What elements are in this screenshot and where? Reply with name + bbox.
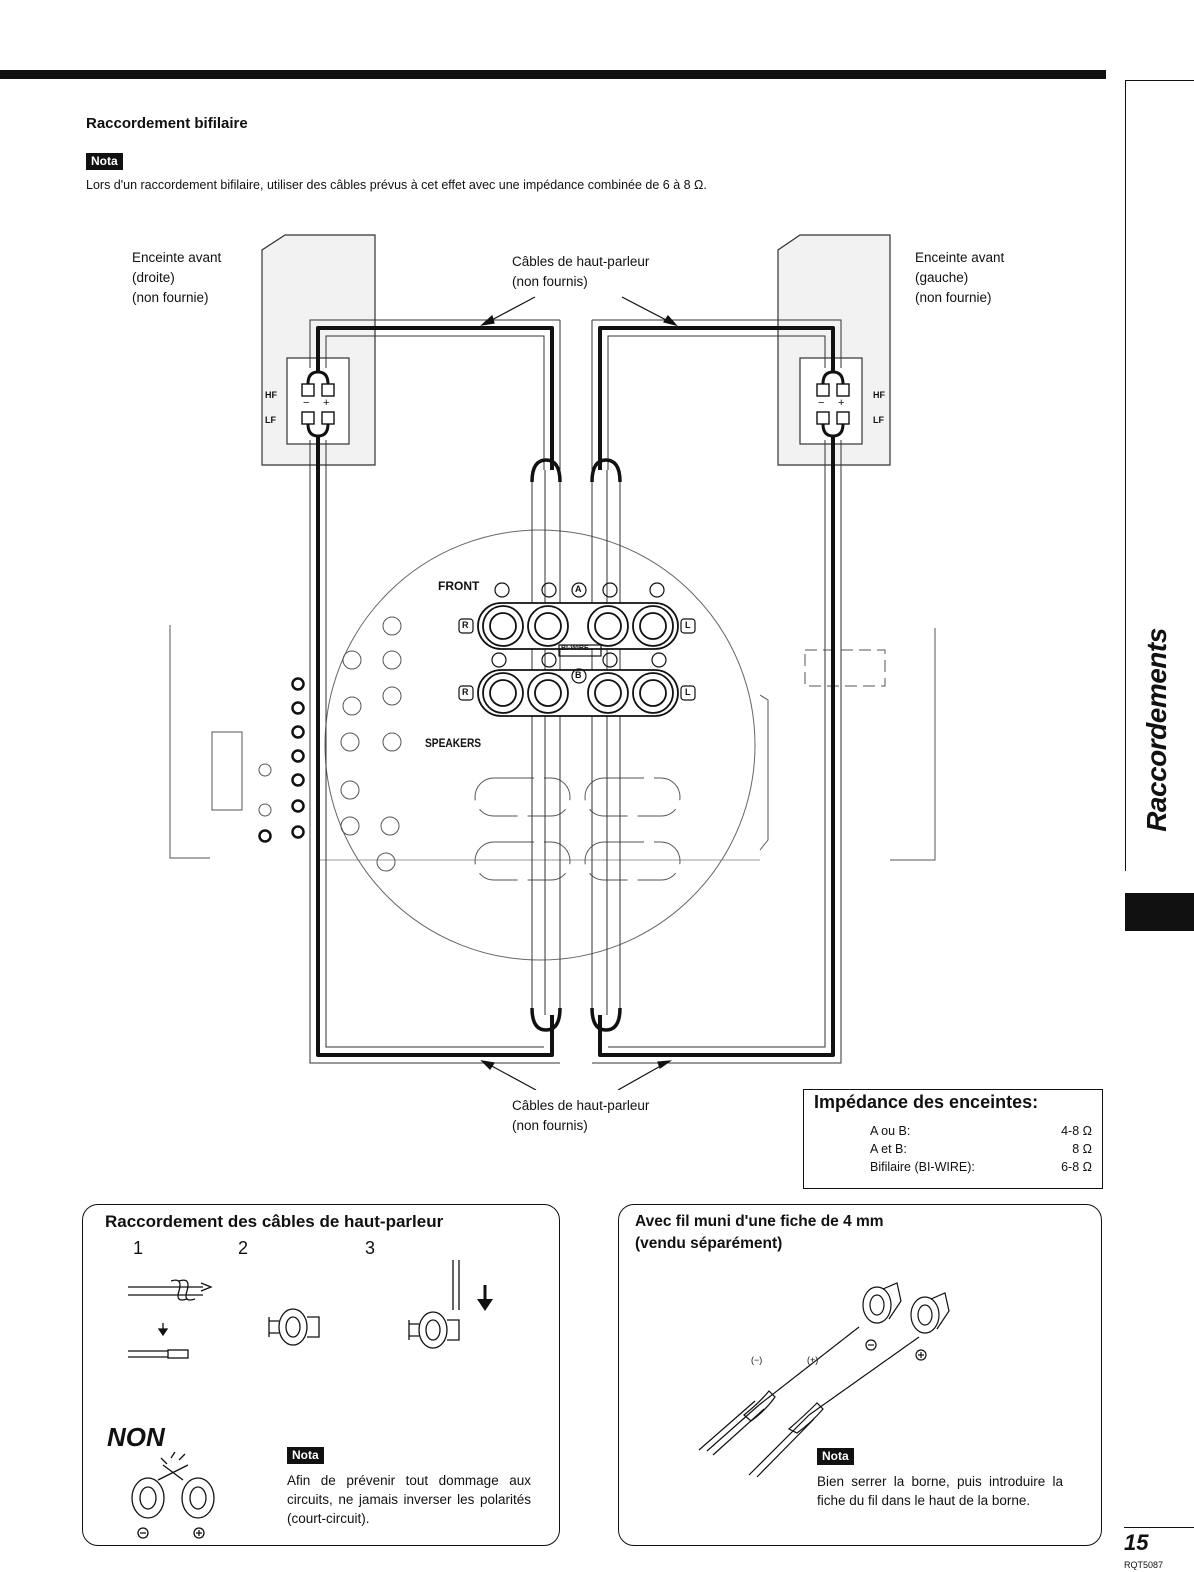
panel-right-title: Avec fil muni d'une fiche de 4 mm (vendu…	[635, 1213, 884, 1252]
impedance-row: A ou B: 4-8 Ω	[870, 1124, 1092, 1138]
minus-plug-label: (−)	[751, 1355, 763, 1365]
minus-sign-left: −	[818, 397, 825, 409]
terminal-a-label: A	[575, 584, 582, 594]
document-code: RQT5087	[1124, 1560, 1164, 1570]
impedance-row-value: 4-8 Ω	[1061, 1124, 1092, 1138]
nota-label: Nota	[287, 1447, 324, 1464]
impedance-row-label: Bifilaire (BI-WIRE):	[870, 1160, 975, 1174]
impedance-row-label: A ou B:	[870, 1124, 911, 1138]
impedance-row: A et B: 8 Ω	[870, 1142, 1092, 1156]
front-label: FRONT	[438, 579, 480, 593]
nota-badge: Nota	[287, 1446, 324, 1464]
impedance-row-value: 8 Ω	[1072, 1142, 1092, 1156]
nota-label: Nota	[817, 1448, 854, 1465]
speakers-label: SPEAKERS	[425, 736, 482, 750]
nota-badge: Nota	[817, 1447, 854, 1465]
chapter-tab-marker	[1125, 893, 1194, 931]
hf-label-left: HF	[873, 390, 885, 400]
impedance-title: Impédance des enceintes:	[814, 1092, 1039, 1112]
speaker-cables-top-label: Câbles de haut-parleur (non fournis)	[512, 254, 650, 289]
wrong-polarity-illustration	[131, 1451, 215, 1539]
page-number: 15	[1124, 1530, 1149, 1555]
section-title: Raccordement bifilaire	[86, 115, 248, 132]
plus-plug-label: (+)	[807, 1355, 819, 1365]
speaker-cables-bottom-label: Câbles de haut-parleur (non fournis)	[512, 1098, 650, 1133]
plug-connection-panel: Avec fil muni d'une fiche de 4 mm (vendu…	[618, 1204, 1102, 1546]
panel-left-title: Raccordement des câbles de haut-parleur	[105, 1212, 444, 1231]
terminal-l-b-label: L	[685, 687, 691, 697]
nota-badge: Nota	[86, 152, 123, 170]
plus-sign-right: +	[323, 397, 330, 409]
impedance-box: Impédance des enceintes: A ou B: 4-8 Ω A…	[803, 1089, 1103, 1189]
top-rule	[0, 70, 1106, 79]
impedance-row-label: A et B:	[870, 1142, 907, 1156]
speaker-cable-connection-panel: Raccordement des câbles de haut-parleur …	[82, 1204, 560, 1546]
chapter-tab-label: Raccordements	[1127, 600, 1187, 860]
minus-sign-right: −	[303, 397, 310, 409]
chapter-tab	[1125, 80, 1194, 871]
plug-tighten-note: Bien serrer la borne, puis introduire la…	[817, 1474, 1063, 1508]
terminal-r-b-label: R	[462, 687, 469, 697]
cable-step-illustrations	[128, 1260, 493, 1359]
non-label: NON	[107, 1422, 165, 1452]
page-number-block: 15 RQT5087	[1124, 1527, 1194, 1570]
hf-label-right: HF	[265, 390, 277, 400]
terminal-b-label: B	[575, 670, 582, 680]
nota-label: Nota	[86, 153, 123, 170]
bi-wire-label: BI-WIRE	[561, 645, 589, 652]
step-number: 1	[133, 1238, 144, 1258]
chapter-title: Raccordements	[1141, 628, 1172, 832]
step-number: 2	[238, 1238, 249, 1258]
impedance-row: Bifilaire (BI-WIRE): 6-8 Ω	[870, 1160, 1092, 1174]
terminal-r-a-label: R	[462, 620, 469, 630]
bi-wire-note: Lors d'un raccordement bifilaire, utilis…	[86, 178, 707, 192]
front-speaker-right-label: Enceinte avant (droite) (non fournie)	[132, 250, 222, 305]
step-number: 3	[365, 1238, 376, 1258]
bi-wire-diagram	[169, 234, 936, 1090]
lf-label-right: LF	[265, 415, 276, 425]
impedance-row-value: 6-8 Ω	[1061, 1160, 1092, 1174]
polarity-warning-text: Afin de prévenir tout dommage aux circui…	[287, 1473, 531, 1526]
terminal-l-a-label: L	[685, 620, 691, 630]
lf-label-left: LF	[873, 415, 884, 425]
plug-illustration	[698, 1282, 950, 1478]
front-speaker-left-label: Enceinte avant (gauche) (non fournie)	[915, 250, 1005, 305]
plus-sign-left: +	[838, 397, 845, 409]
